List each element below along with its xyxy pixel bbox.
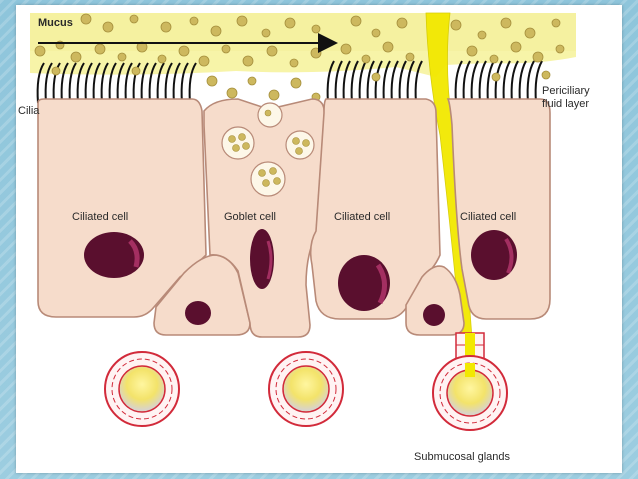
ciliated-cell-2 <box>309 98 441 320</box>
vesicle <box>285 130 315 160</box>
submucosal-glands <box>104 332 508 431</box>
label-ciliated-cell-3: Ciliated cell <box>460 211 517 223</box>
gland-2 <box>268 351 344 427</box>
slide: Mucus Cilia Periciliary fluid layer Cili… <box>16 5 622 473</box>
nuclei <box>84 229 517 326</box>
label-cilia: Cilia <box>18 105 40 117</box>
nucleus-ciliated-2 <box>338 255 390 311</box>
label-goblet-cell: Goblet cell <box>224 211 276 223</box>
label-ciliated-cell-2: Ciliated cell <box>334 211 391 223</box>
label-ciliated-cell-1: Ciliated cell <box>72 211 129 223</box>
label-mucus: Mucus <box>38 17 73 29</box>
gland-3 <box>432 332 508 431</box>
nucleus-basal-1 <box>185 301 211 325</box>
mucus-layer-top <box>30 13 576 51</box>
vesicle <box>221 126 255 160</box>
label-periciliary-fluid-layer: Periciliary fluid layer <box>542 85 590 110</box>
label-submucosal-glands: Submucosal glands <box>414 451 511 463</box>
basal-cell-2 <box>405 265 465 336</box>
airway-epithelium-diagram <box>30 12 576 431</box>
goblet-vesicles <box>221 102 315 197</box>
nucleus-basal-2 <box>423 304 445 326</box>
nucleus-ciliated-3 <box>471 230 517 280</box>
gland-1 <box>104 351 180 427</box>
